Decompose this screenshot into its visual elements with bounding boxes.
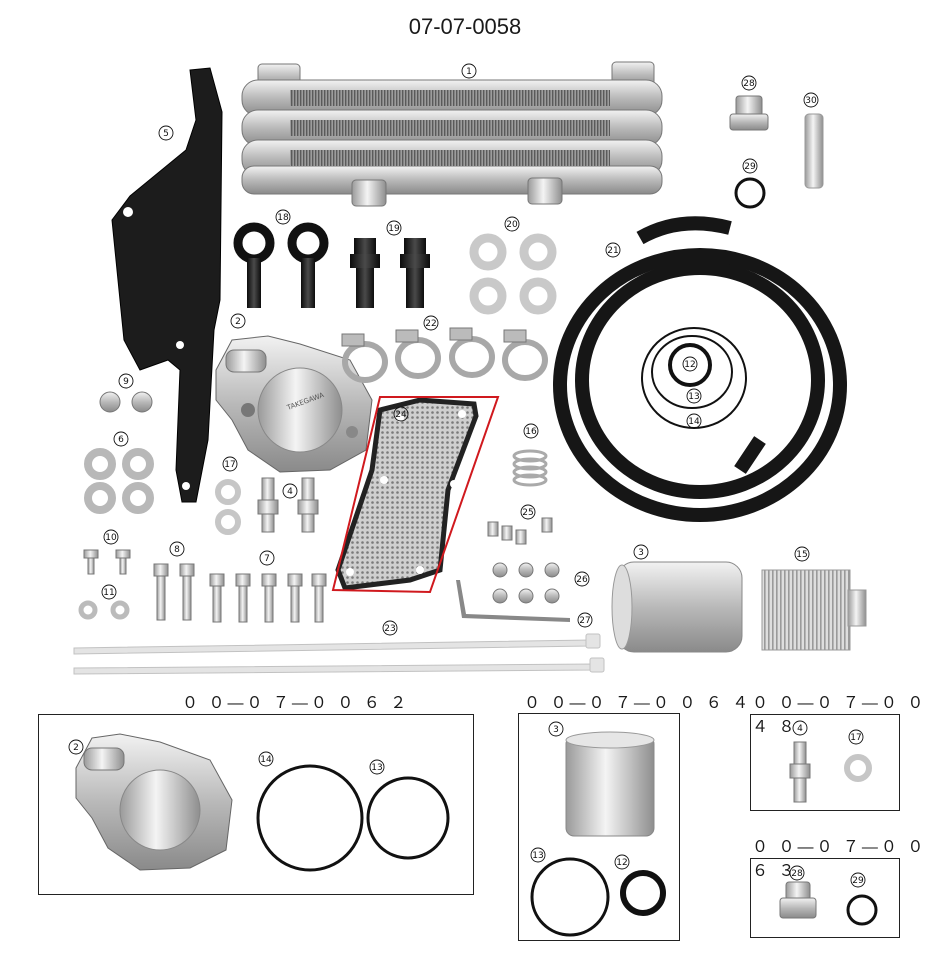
- kit-box-0062: [38, 714, 474, 895]
- flat-washers: [84, 448, 154, 514]
- drain-plug: [729, 95, 769, 131]
- callout-6: 6: [118, 435, 124, 445]
- kit-0062-callout-13: 13: [371, 763, 382, 773]
- kit-0048-callout-17: 17: [850, 733, 861, 743]
- hose-fittings: [350, 238, 430, 308]
- callout-16: 16: [525, 427, 537, 437]
- callout-14: 14: [688, 417, 700, 427]
- callouts: [68, 63, 866, 888]
- callout-22: 22: [425, 319, 436, 329]
- callout-7: 7: [264, 554, 270, 564]
- kit-0064-o-ring-small: [620, 870, 666, 916]
- kit-0063-callout-28: 28: [791, 869, 803, 879]
- kit-box-0048: [750, 714, 900, 811]
- kit-0062-callout-2: 2: [73, 743, 79, 753]
- callout-8: 8: [174, 545, 180, 555]
- callout-5: 5: [163, 129, 169, 139]
- callout-26: 26: [576, 575, 588, 585]
- kit-0064-case: [565, 731, 655, 837]
- sealing-washers: [215, 479, 241, 535]
- diagram-title: 07-07-0058: [408, 14, 522, 39]
- callout-25: 25: [522, 508, 533, 518]
- o-rings-loose: [641, 327, 747, 429]
- dowel-pin: [804, 113, 824, 189]
- callout-4: 4: [287, 487, 293, 497]
- cap-nuts: [99, 391, 153, 413]
- socket-bolts: [153, 563, 327, 623]
- kit-0063-o-ring: [846, 894, 878, 926]
- callout-10: 10: [105, 533, 117, 543]
- callout-17: 17: [224, 460, 235, 470]
- filter-cover: TAKEGAWA: [215, 335, 373, 473]
- filter-case: [611, 561, 743, 653]
- callout-30: 30: [805, 96, 817, 106]
- callout-28: 28: [743, 79, 755, 89]
- callout-11: 11: [103, 588, 114, 598]
- spring: [512, 449, 548, 487]
- hose-clamps: [342, 336, 548, 383]
- nipple-fittings: [257, 477, 319, 533]
- hex-key: [456, 580, 570, 622]
- plug-o-ring: [734, 177, 766, 209]
- oil-filter-element: [761, 569, 867, 651]
- small-washers: [78, 600, 130, 620]
- kit-0062-callout-14: 14: [260, 755, 272, 765]
- kit-0063-plug: [779, 881, 817, 919]
- callout-2: 2: [235, 317, 241, 327]
- callout-18: 18: [277, 213, 289, 223]
- callout-29: 29: [744, 162, 756, 172]
- kit-0064-callout-3: 3: [553, 725, 559, 735]
- mesh-screen: [335, 397, 479, 591]
- kit-0062-o-ring-large: [256, 764, 364, 872]
- small-screws: [487, 517, 553, 545]
- kit-title-0048: ０ ０—０ ７—０ ０ ４ ８: [752, 695, 927, 736]
- callout-1: 1: [466, 67, 472, 77]
- mounting-bracket: [111, 67, 223, 503]
- highlight-frame: [331, 396, 500, 594]
- kit-0048-washer: [844, 754, 872, 782]
- callout-24: 24: [395, 410, 407, 420]
- kit-0064-callout-12: 12: [616, 858, 627, 868]
- callout-27: 27: [579, 616, 590, 626]
- kit-0064-o-ring-large: [530, 857, 610, 937]
- callout-13: 13: [688, 392, 699, 402]
- callout-15: 15: [796, 550, 807, 560]
- callout-21: 21: [607, 246, 618, 256]
- kit-0063-callout-29: 29: [852, 876, 864, 886]
- flange-nuts: [492, 562, 560, 604]
- callout-20: 20: [506, 220, 518, 230]
- callout-12: 12: [684, 360, 695, 370]
- kit-0062-cover: [75, 733, 233, 871]
- banjo-fittings: [233, 222, 329, 308]
- kit-box-0064: [518, 713, 680, 941]
- oil-hose: [553, 216, 847, 522]
- kit-0048-nipple: [789, 741, 811, 803]
- kit-0048-callout-4: 4: [797, 724, 803, 734]
- kit-title-0064: ０ ０—０ ７—０ ０ ６ ４: [524, 695, 752, 712]
- kit-title-0062: ０ ０—０ ７—０ ０ ６ ２: [182, 695, 410, 712]
- callout-3: 3: [638, 548, 644, 558]
- callout-19: 19: [388, 224, 400, 234]
- kit-box-0063: [750, 858, 900, 938]
- kit-0062-o-ring-small: [366, 776, 450, 860]
- kit-0064-callout-13: 13: [532, 851, 543, 861]
- copper-washers: [469, 233, 557, 315]
- callout-23: 23: [384, 624, 395, 634]
- callout-9: 9: [123, 377, 129, 387]
- cable-ties: [73, 633, 605, 675]
- small-bolts: [83, 549, 131, 575]
- oil-cooler: [241, 61, 663, 207]
- kit-title-0063: ０ ０—０ ７—０ ０ ６ ３: [752, 839, 927, 880]
